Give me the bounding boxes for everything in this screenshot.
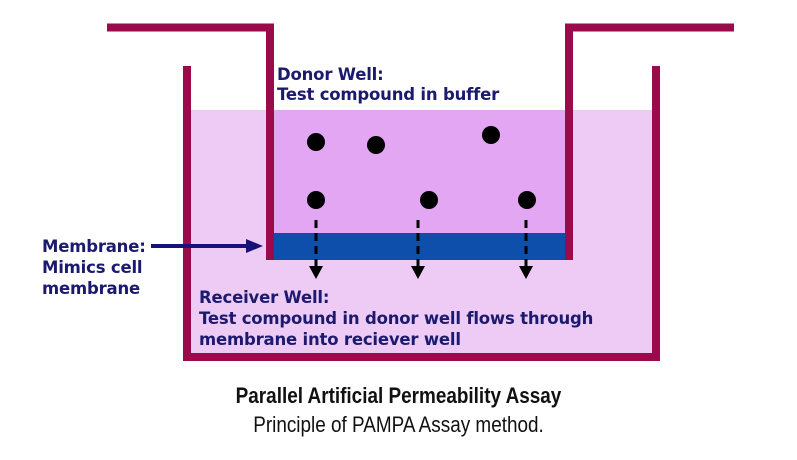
donor-well-title: Donor Well:	[277, 65, 384, 84]
donor-well-insert-right	[565, 23, 734, 260]
flow-arrow-head	[411, 266, 425, 279]
compound-particle	[307, 191, 325, 209]
receiver-well-description-line1: Test compound in donor well flows throug…	[199, 309, 594, 328]
donor-well-insert-left	[107, 23, 274, 260]
membrane-description-line2: membrane	[42, 279, 140, 298]
flow-arrows	[309, 220, 533, 279]
figure-subtitle: Principle of PAMPA Assay method.	[253, 412, 544, 437]
flow-arrow-head	[309, 266, 323, 279]
flow-arrow-head	[519, 266, 533, 279]
donor-well-description: Test compound in buffer	[277, 85, 500, 104]
membrane-pointer-arrowhead	[246, 239, 263, 253]
membrane-title: Membrane:	[42, 237, 146, 256]
receiver-well-description-line2: membrane into reciever well	[199, 330, 461, 349]
compound-particle	[367, 136, 385, 154]
receiver-well-wall	[183, 66, 660, 361]
compound-particles	[307, 126, 536, 209]
receiver-well-title: Receiver Well:	[199, 288, 330, 307]
compound-particle	[482, 126, 500, 144]
compound-particle	[307, 133, 325, 151]
figure-title: Parallel Artificial Permeability Assay	[235, 383, 562, 408]
donor-well-liquid	[274, 110, 565, 233]
compound-particle	[518, 191, 536, 209]
membrane-description-line1: Mimics cell	[42, 258, 143, 277]
compound-particle	[420, 191, 438, 209]
